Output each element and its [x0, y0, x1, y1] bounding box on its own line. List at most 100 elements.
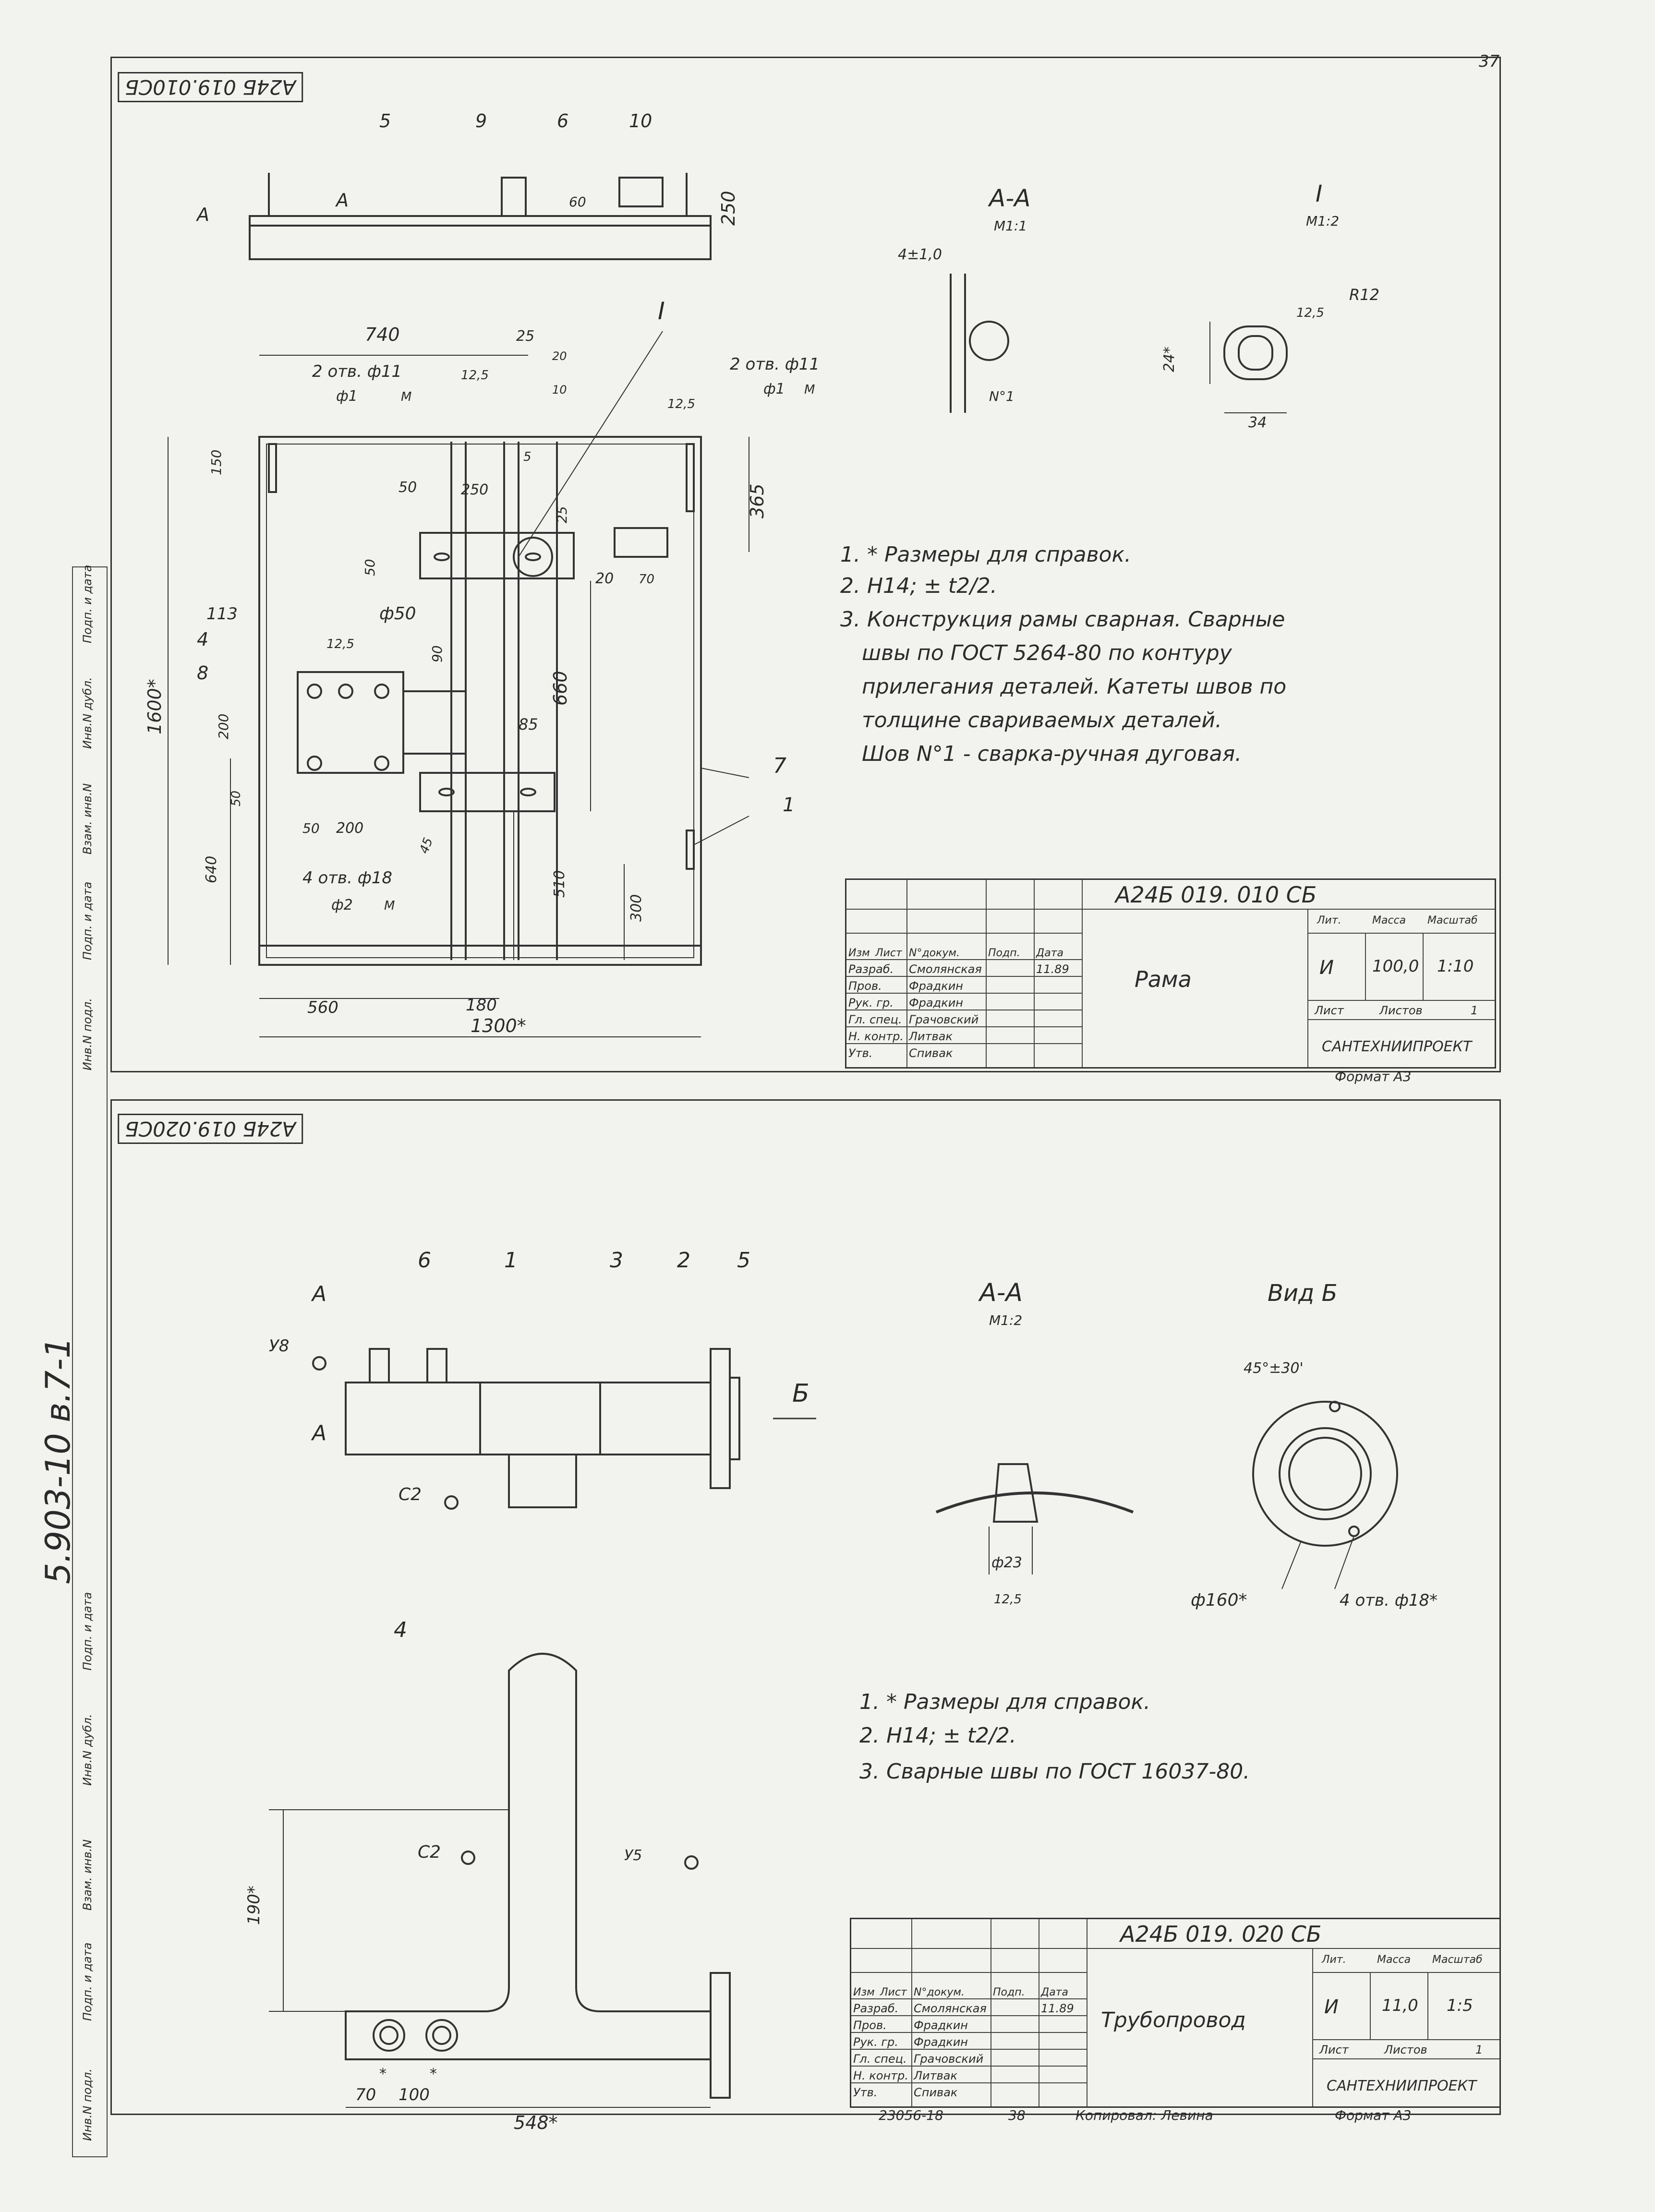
view-B-angle: 45°±30' [1244, 1360, 1304, 1377]
leader-8: 8 [197, 662, 208, 684]
sheet1-tb-lit: И [1319, 957, 1334, 979]
dim-250b: 250 [461, 481, 488, 498]
sheet1-note-5: прилегания деталей. Катеты швов по [862, 674, 1287, 699]
sheet1-tb-date-0: 11.89 [1036, 962, 1069, 976]
sheet1-tb-role-1: Пров. [848, 979, 882, 993]
dim-5: 5 [523, 450, 532, 464]
plan-dim-100-star: * [430, 2066, 437, 2082]
sheet2-tb-mass: 11,0 [1382, 1996, 1418, 2015]
dim-25b: 25 [554, 506, 570, 523]
tol-f1-left: ф1 [336, 388, 358, 405]
sheet2-footer-copied: Копировал: Левина [1075, 2107, 1213, 2123]
sheet1-tb-name-0: Смолянская [909, 962, 982, 976]
sheet2-tb-scale: 1:5 [1447, 1996, 1473, 2015]
sheet2-tb-head-sign: Подп. [993, 1986, 1025, 1998]
sheet1-tb-head-list: Лист [875, 947, 902, 959]
sheet2-tb-hdr-scale: Масштаб [1432, 1954, 1483, 1966]
fitting-6b [426, 1348, 447, 1383]
elev-leader-5: 5 [737, 1248, 750, 1273]
tol-M-right: М [804, 383, 815, 397]
dim-200-v: 200 [216, 714, 231, 739]
sheet1-tb-hdr-mass: Масса [1372, 914, 1406, 926]
elev-weld-C2: С2 [399, 1485, 422, 1504]
sheet1-note-1: 1. * Размеры для справок. [840, 542, 1132, 567]
sheet2-tb-role-2: Рук. гр. [853, 2035, 898, 2049]
dim-200-h: 200 [336, 820, 363, 837]
dim-50-b: 50 [362, 559, 378, 576]
dim-300: 300 [628, 894, 645, 922]
s2-section-AA-f23: ф23 [991, 1554, 1022, 1571]
top-view-channel [249, 215, 712, 260]
sheet2-title-block: Изм Лист N°докум. Подп. Дата Разраб. Смо… [850, 1918, 1501, 2108]
sheet1-tb-head-izm: Изм [848, 947, 870, 959]
sheet2-drawing: А 6 1 3 2 5 У8 Б А С2 4 190* С2 У5 70 * … [244, 1248, 1438, 2133]
dim-50-c: 50 [229, 791, 243, 806]
view-B-f160: ф160* [1191, 1590, 1247, 1610]
sheet1-tb-role-5: Утв. [848, 1046, 873, 1060]
sheet1-format: Формат А3 [1335, 1069, 1412, 1084]
section-AA-dim: 4±1,0 [898, 246, 942, 263]
dim-560: 560 [307, 998, 338, 1017]
sheet1-tb-sheet-label: Лист [1315, 1004, 1344, 1017]
plate-8 [402, 690, 467, 755]
sheet2-tb-name-4: Литвак [914, 2069, 957, 2082]
sheet1-tb-role-3: Гл. спец. [848, 1013, 902, 1026]
dim-510: 510 [551, 870, 568, 898]
sheet1-note-2: 2. Н14; ± t2/2. [840, 574, 997, 598]
dim-113: 113 [206, 604, 238, 624]
elev-leader-1: 1 [504, 1248, 518, 1273]
detail-I-R12: R12 [1349, 286, 1379, 304]
sheet1-tb-name-5: Спивак [909, 1046, 953, 1060]
sheet2-tb-org: САНТЕХНИИПРОЕКТ [1327, 2078, 1477, 2094]
elev-leader-2: 2 [677, 1248, 690, 1273]
dim-1300: 1300* [471, 1015, 526, 1036]
leader-9: 9 [475, 110, 487, 132]
elev-weld-U8: У8 [269, 1336, 289, 1356]
sheet2-note-3: 3. Сварные швы по ГОСТ 16037-80. [859, 1759, 1250, 1784]
tol-M-lower: М [384, 899, 395, 913]
sheet2-note-1: 1. * Размеры для справок. [859, 1690, 1151, 1714]
sheet2-footer-format: Формат А3 [1335, 2107, 1412, 2123]
dim-12-5-c: 12,5 [326, 637, 354, 651]
sheet1-tb-name-4: Литвак [909, 1030, 953, 1043]
holes-2x11-left: 2 отв. ф11 [312, 362, 402, 381]
s2-section-AA-12-5: 12,5 [994, 1592, 1022, 1607]
view-B-title: Вид Б [1268, 1280, 1338, 1307]
tol-M-left: М [401, 390, 411, 404]
sheet2-footer-inv: 23056-18 [879, 2107, 943, 2123]
sheet2-tb-role-5: Утв. [853, 2086, 878, 2099]
dim-250: 250 [718, 191, 739, 226]
sheet2-tb-head-doc: N°докум. [914, 1986, 965, 1998]
sheet1-tb-role-0: Разраб. [848, 962, 894, 976]
sheet1-note-6: толщине свариваемых деталей. [862, 708, 1222, 733]
sheet1-title-block: Изм Лист N°докум. Подп. Дата Разраб. Смо… [845, 878, 1496, 1069]
sheet2-tb-name: Трубопровод [1101, 2008, 1246, 2032]
sheet2-tb-lit: И [1324, 1996, 1339, 2018]
elev-leader-6: 6 [418, 1248, 431, 1273]
dim-180: 180 [466, 996, 497, 1015]
detail-I-title: I [1316, 180, 1322, 207]
sheet1-tb-head-sign: Подп. [988, 947, 1020, 959]
branch-4 [508, 1454, 577, 1508]
tol-f2: ф2 [331, 897, 353, 914]
dim-20-b: 20 [595, 570, 614, 587]
plan-dim-70-star: * [379, 2066, 387, 2082]
cut-arrow-A-right: А [335, 190, 349, 211]
sheet2-tb-name-2: Фрадкин [914, 2035, 968, 2049]
sheet1-tb-name-1: Фрадкин [909, 979, 963, 993]
lower-bracket [419, 772, 556, 812]
sheet2-tb-code: А24Б 019. 020 СБ [1120, 1921, 1322, 1947]
sheet1-tb-name-3: Грачовский [909, 1013, 979, 1026]
dim-1600: 1600* [144, 679, 165, 734]
cut-arrow-A-left: А [195, 204, 209, 225]
s2-section-AA-scale: М1:2 [989, 1312, 1022, 1328]
pipe-1 [345, 1382, 481, 1455]
sheet1-tb-code: А24Б 019. 010 СБ [1115, 882, 1317, 908]
sheet2-tb-role-3: Гл. спец. [853, 2052, 907, 2066]
sheet1-drawing: А А 5 9 6 10 250 60 740 25 20 2 отв. ф11… [144, 110, 1379, 1037]
sheet1-tb-org: САНТЕХНИИПРОЕКТ [1322, 1038, 1472, 1055]
dim-90: 90 [429, 645, 445, 662]
flange-view-outer [1252, 1401, 1398, 1547]
s2-section-AA-title: А-А [978, 1278, 1023, 1307]
elev-view-B-arrow: Б [792, 1379, 809, 1408]
